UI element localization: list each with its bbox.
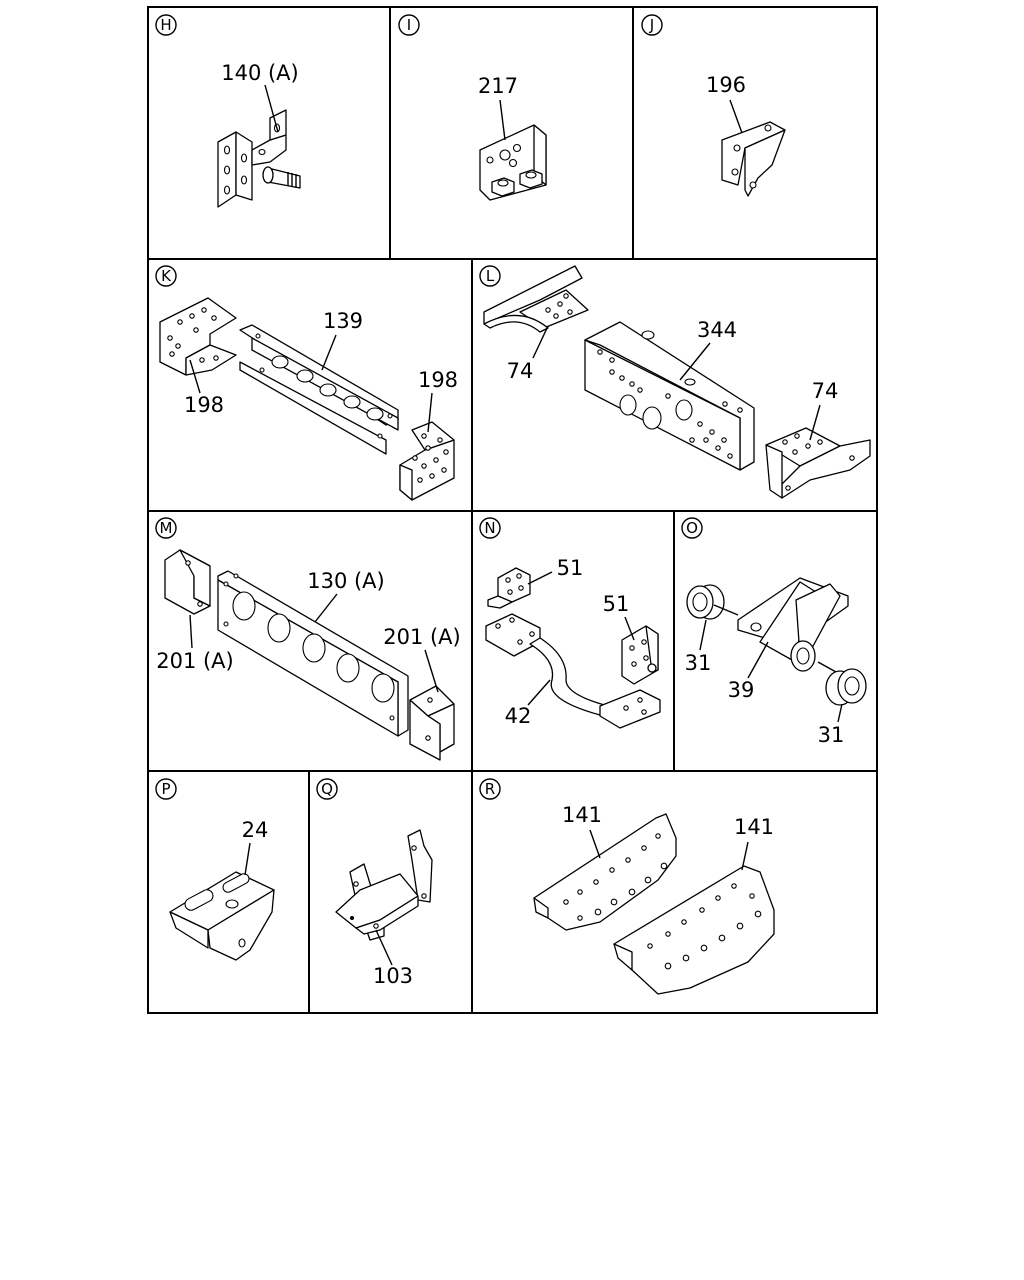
panel-k: K 139 198 198 xyxy=(155,265,458,501)
part-label: 51 xyxy=(557,556,584,580)
panel-q-letter: Q xyxy=(321,780,333,798)
part-label: 139 xyxy=(323,309,363,333)
part-label: 196 xyxy=(706,73,746,97)
panel-m: M 130 (A) 201 (A) 201 (A) xyxy=(155,517,461,761)
part-label: 51 xyxy=(603,592,630,616)
part-141-lower xyxy=(613,865,775,995)
part-label: 31 xyxy=(818,723,845,747)
panel-j: J 196 xyxy=(641,14,786,197)
part-label: 103 xyxy=(373,964,413,988)
part-198-right xyxy=(399,421,455,501)
panel-q: Q 103 xyxy=(316,778,433,988)
part-51-lower xyxy=(621,625,659,685)
part-label: 31 xyxy=(685,651,712,675)
panel-o-marker xyxy=(681,517,703,539)
part-24 xyxy=(169,871,275,961)
part-39 xyxy=(737,577,849,672)
panel-j-marker xyxy=(641,14,663,36)
part-label: 74 xyxy=(812,379,839,403)
panel-r: R 141 141 xyxy=(479,778,775,995)
panel-i-letter: I xyxy=(407,16,411,34)
part-label: 141 xyxy=(734,815,774,839)
part-label: 198 xyxy=(418,368,458,392)
panel-j-letter: J xyxy=(649,16,654,34)
part-label: 198 xyxy=(184,393,224,417)
part-74-upper xyxy=(483,265,589,333)
panel-l-marker xyxy=(479,265,501,287)
panel-l: L 74 344 74 xyxy=(479,265,871,499)
part-103 xyxy=(335,829,433,941)
part-label: 344 xyxy=(697,318,737,342)
panel-l-letter: L xyxy=(486,267,495,285)
panel-n-marker xyxy=(479,517,501,539)
panel-p: P 24 xyxy=(155,778,275,961)
part-label: 130 (A) xyxy=(307,569,385,593)
part-130a xyxy=(217,570,409,737)
panel-h-letter: H xyxy=(160,16,171,34)
part-label: 39 xyxy=(728,678,755,702)
part-140a xyxy=(217,109,301,208)
panel-r-letter: R xyxy=(485,780,495,798)
panel-o-letter: O xyxy=(686,519,698,537)
part-label: 201 (A) xyxy=(156,649,234,673)
part-217 xyxy=(479,124,547,201)
part-31-left xyxy=(686,584,725,620)
part-label: 217 xyxy=(478,74,518,98)
panel-r-marker xyxy=(479,778,501,800)
panel-q-marker xyxy=(316,778,338,800)
panel-k-letter: K xyxy=(161,267,172,285)
panel-m-marker xyxy=(155,517,177,539)
panel-p-letter: P xyxy=(161,780,170,798)
panel-i: I 217 xyxy=(398,14,547,201)
panel-k-marker xyxy=(155,265,177,287)
part-201a-left xyxy=(164,549,211,615)
part-label: 42 xyxy=(505,704,532,728)
panel-p-marker xyxy=(155,778,177,800)
grid-frame xyxy=(147,6,878,1014)
panel-o: O 31 39 31 xyxy=(681,517,867,747)
part-label: 201 (A) xyxy=(383,625,461,649)
part-344 xyxy=(584,321,755,471)
part-31-right xyxy=(825,668,867,706)
part-139 xyxy=(239,324,399,455)
panel-n-letter: N xyxy=(484,519,495,537)
part-label: 74 xyxy=(507,359,534,383)
panel-h-marker xyxy=(155,14,177,36)
part-label: 141 xyxy=(562,803,602,827)
panel-n: N 51 51 42 xyxy=(479,517,661,729)
panel-m-letter: M xyxy=(160,519,173,537)
part-141-upper xyxy=(533,813,677,931)
part-198-left xyxy=(159,297,237,376)
part-42 xyxy=(485,613,661,729)
part-label: 24 xyxy=(242,818,269,842)
part-74-lower xyxy=(765,427,871,499)
panel-i-marker xyxy=(398,14,420,36)
part-196 xyxy=(721,121,786,197)
part-label: 140 (A) xyxy=(221,61,299,85)
part-201a-right xyxy=(409,685,455,761)
part-51-upper xyxy=(487,567,531,609)
panel-h: H 140 (A) xyxy=(155,14,301,208)
